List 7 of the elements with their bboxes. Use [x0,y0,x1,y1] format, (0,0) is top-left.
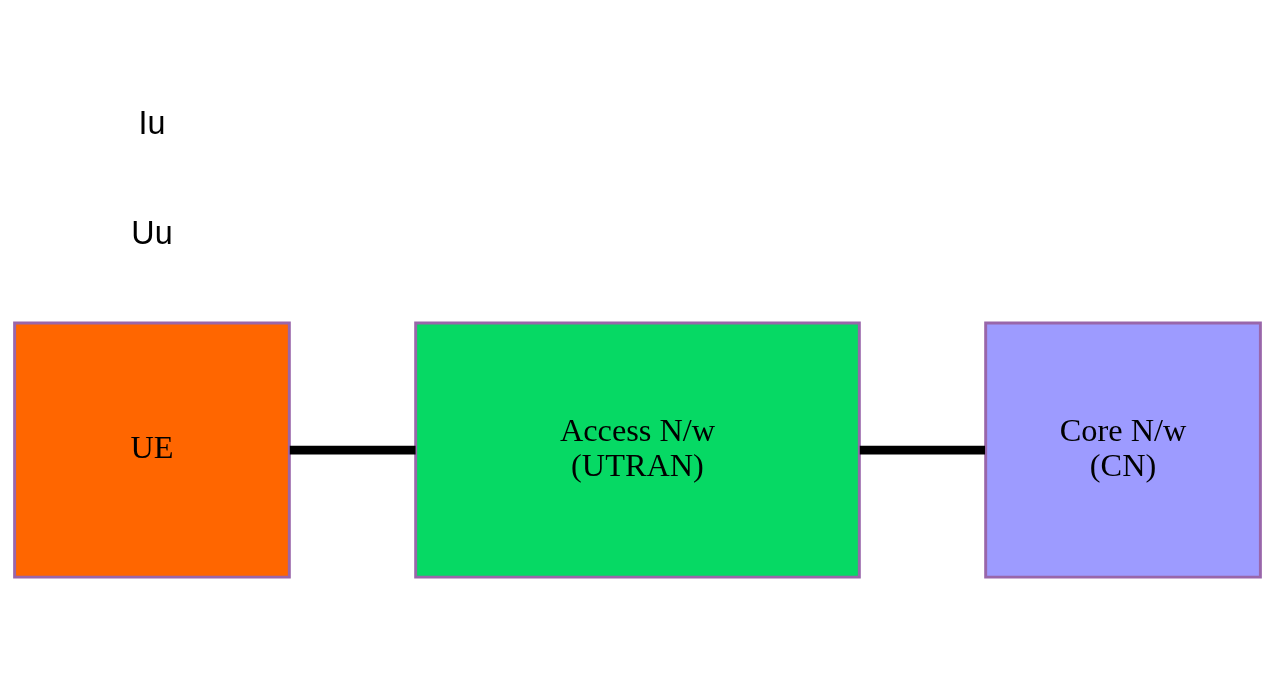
node-box: Core N/w (CN) [984,321,1262,579]
node-box: Access N/w (UTRAN) [414,321,861,579]
connector [289,445,416,454]
label: Uu [131,214,173,251]
connector [859,445,986,454]
label: Iu [138,104,166,141]
node-box: UE [13,321,291,579]
